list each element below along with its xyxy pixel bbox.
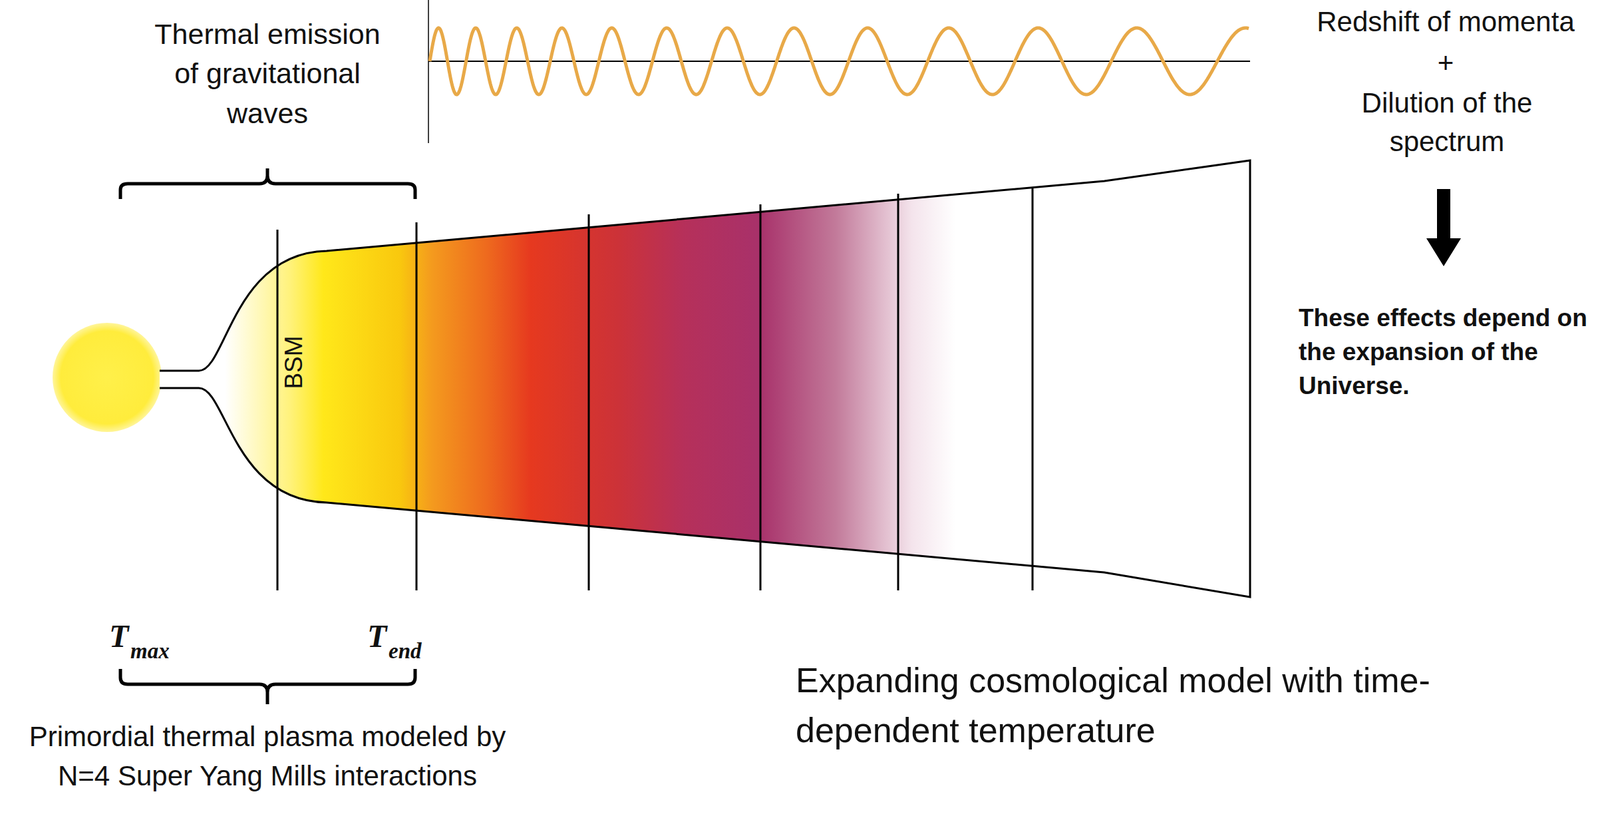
model-label: Expanding cosmological model with time-d… (795, 655, 1435, 756)
plasma-label: Primordial thermal plasma modeled by N=4… (19, 717, 515, 796)
universe-tube (159, 160, 1251, 597)
plus-sign: + (1293, 43, 1598, 83)
down-arrow (1426, 188, 1461, 267)
tube-outline (159, 160, 1251, 597)
redshift-label: Redshift of momenta (1293, 2, 1598, 42)
curly-brace (120, 168, 416, 199)
gravitational-wave (429, 27, 1249, 95)
temperature-subscript: end (388, 638, 449, 663)
expansion-note: These effects depend on the expansion of… (1298, 300, 1592, 403)
curly-brace (120, 668, 416, 704)
wave-axis (427, 0, 430, 144)
temperature-subscript: max (130, 638, 191, 663)
emission-label: Thermal emission of gravitational waves (141, 14, 394, 134)
hot-sun (52, 322, 162, 432)
dilution-label: Dilution of the spectrum (1300, 83, 1594, 161)
time-slices (277, 186, 1033, 591)
bsm-label: BSM (276, 335, 311, 390)
